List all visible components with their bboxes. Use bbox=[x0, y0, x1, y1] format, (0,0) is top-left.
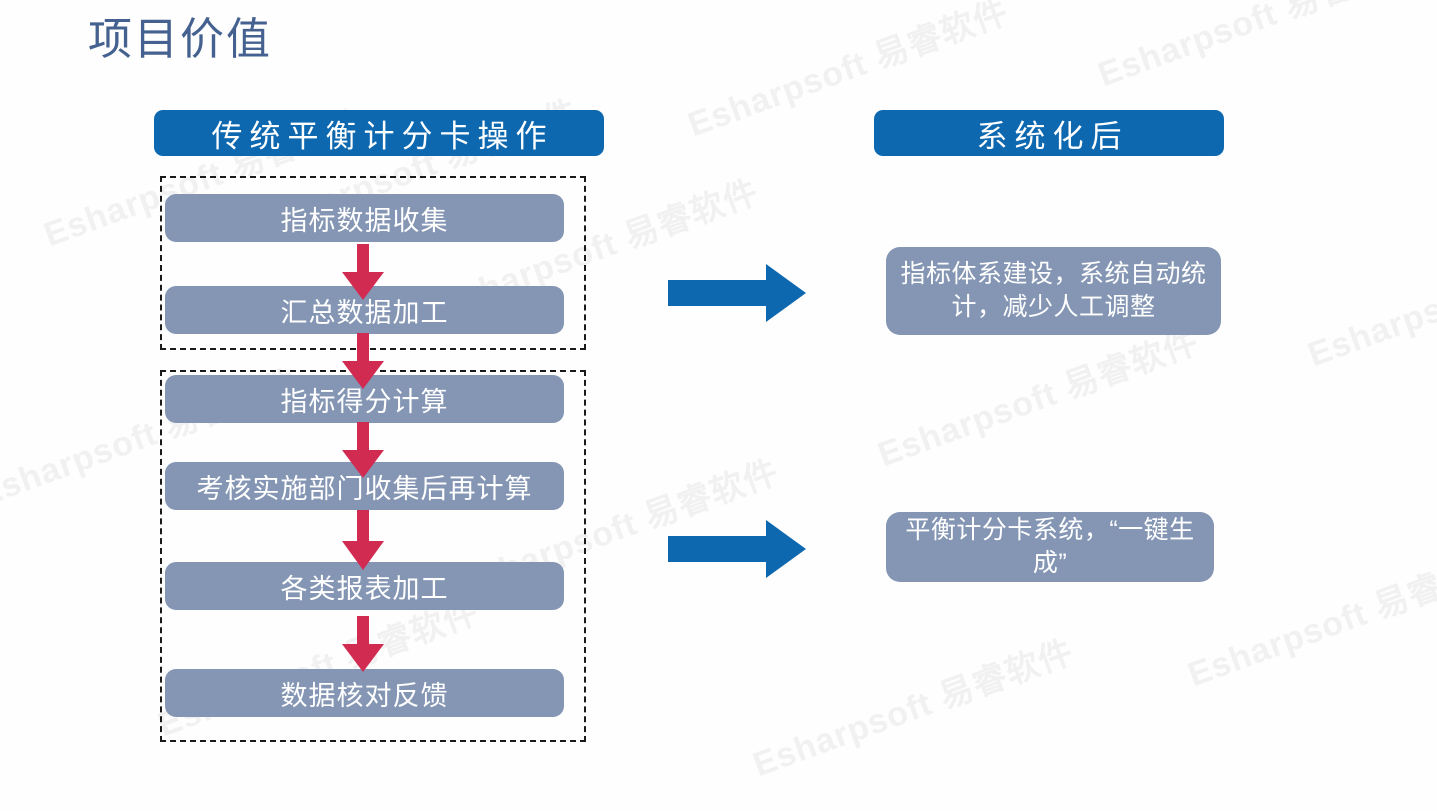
column-header-systemized: 系统化后 bbox=[874, 110, 1224, 156]
flow-step-box: 数据核对反馈 bbox=[165, 669, 564, 717]
watermark-text: Esharpsoft 易睿软件 bbox=[873, 322, 1204, 475]
flow-step-box: 各类报表加工 bbox=[165, 562, 564, 610]
page-title: 项目价值 bbox=[88, 15, 272, 64]
watermark-text: Esharpsoft 易睿软件 bbox=[1303, 223, 1437, 375]
arrow-right-icon bbox=[668, 518, 808, 585]
arrow-down-icon bbox=[340, 616, 386, 679]
arrow-down-icon bbox=[340, 510, 386, 577]
flow-step-box: 指标数据收集 bbox=[165, 194, 564, 242]
arrow-down-icon bbox=[340, 333, 386, 396]
arrow-down-icon bbox=[340, 422, 386, 485]
outcome-box: 平衡计分卡系统，“一键生成” bbox=[886, 512, 1214, 582]
arrow-down-icon bbox=[340, 244, 386, 307]
flow-step-box: 考核实施部门收集后再计算 bbox=[165, 462, 564, 510]
arrow-right-icon bbox=[668, 262, 808, 329]
outcome-box: 指标体系建设，系统自动统计，减少人工调整 bbox=[886, 247, 1221, 335]
column-header-traditional: 传统平衡计分卡操作 bbox=[154, 110, 604, 156]
flow-group-1 bbox=[160, 176, 586, 350]
watermark-text: Esharpsoft 易睿软件 bbox=[748, 632, 1079, 785]
watermark-text: Esharpsoft 易睿软件 bbox=[1093, 0, 1424, 95]
watermark-text: Esharpsoft 易睿软件 bbox=[1183, 542, 1437, 695]
